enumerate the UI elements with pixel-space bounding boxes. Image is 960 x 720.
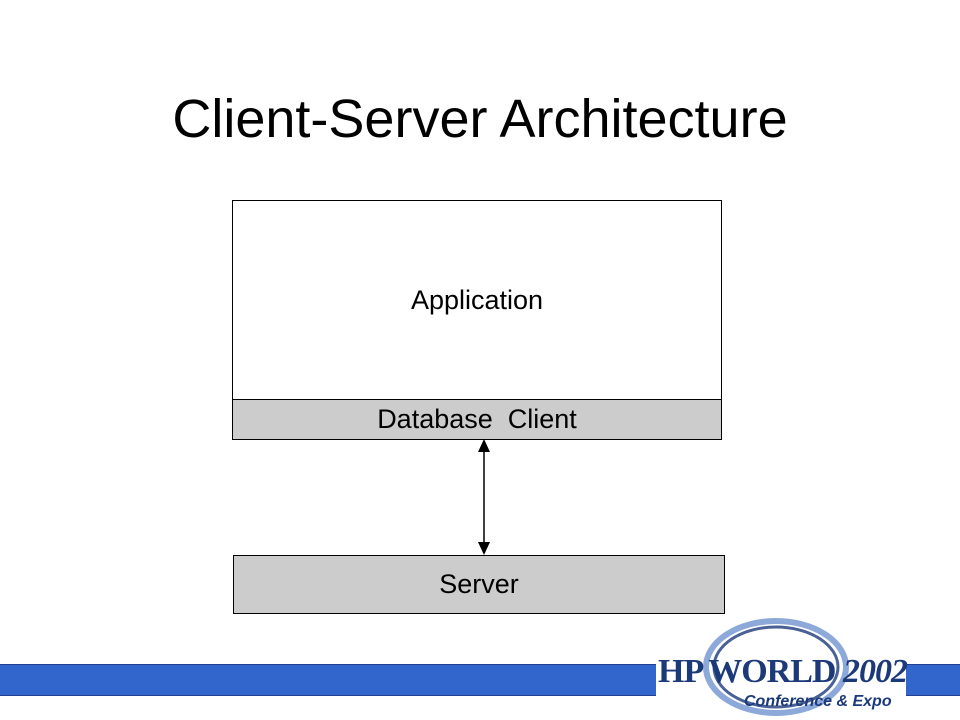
hp-world-2002-logo: HP WORLD 2002 Conference & Expo [648,615,910,720]
server-label: Server [439,569,519,599]
database-client-label: Database Client [377,404,577,434]
database-client-box: Database Client [232,399,722,440]
application-label: Application [410,284,544,315]
slide-title: Client-Server Architecture [172,89,788,149]
arrow-head-up [478,439,490,452]
bidirectional-arrow [478,439,490,555]
logo-brand: HP [658,653,702,690]
logo-wordmark: HP WORLD 2002 [658,653,908,691]
arrow-head-down [478,542,490,555]
server-box: Server [233,555,725,614]
application-box: Application [232,200,722,400]
logo-tagline: Conference & Expo [744,693,892,710]
logo-name: WORLD [708,653,836,690]
logo-year: 2002 [842,653,908,690]
logo-swoosh [703,618,849,716]
